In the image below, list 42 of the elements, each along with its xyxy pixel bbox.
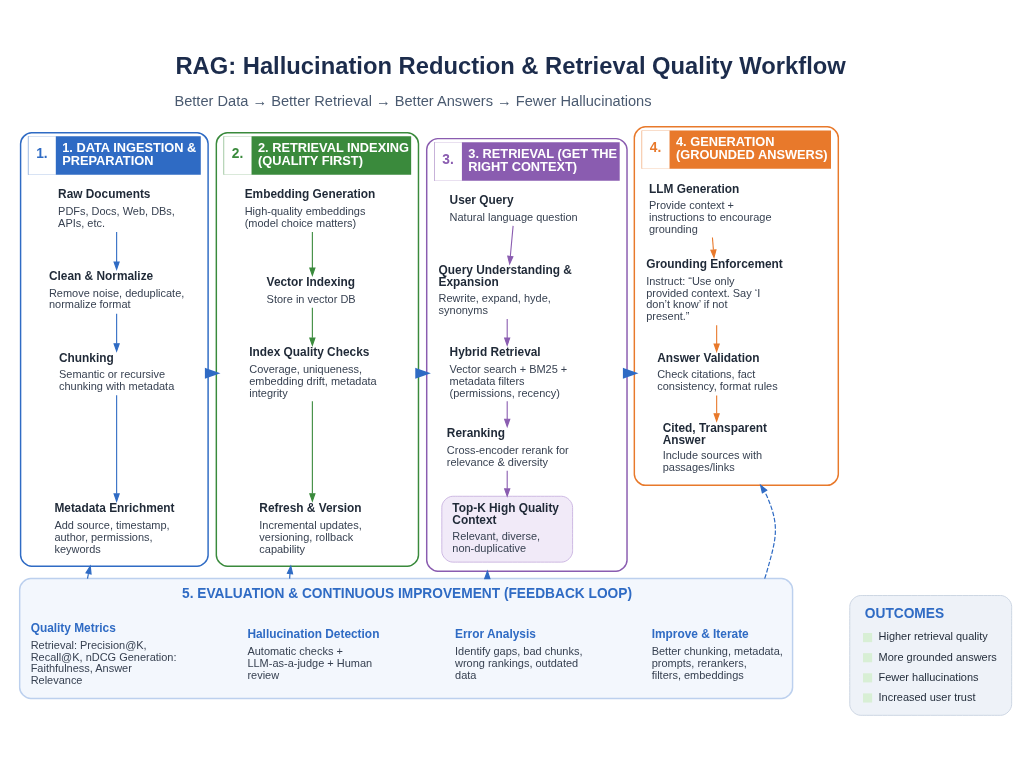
arrow — [713, 394, 720, 423]
arrow — [286, 564, 294, 580]
node-text: Grounding Enforcement Instruct: “Use only provided context. Say ‘I don’t know’ if not present.” — [646, 256, 783, 323]
arrow — [309, 231, 316, 277]
arrow — [713, 324, 720, 353]
node-text: Improve & Iterate Better chunking, metadata, prompts, rerankers, filters, embeddings — [651, 627, 783, 681]
arrow — [113, 394, 120, 503]
node-text: Quality Metrics Retrieval: Precision@K, Recall@K, nDCG Generation: Faithfulness, Answer Relevance — [30, 621, 177, 687]
arrow — [503, 318, 511, 347]
node-text: Hybrid Retrieval Vector search + BM25 + metadata filters (permissions, recency) — [449, 345, 568, 399]
arrow — [507, 225, 514, 266]
diagram-title: RAG: Hallucination Reduction & Retrieval Quality Workflow — [175, 52, 846, 80]
label: Better Data → Better Retrieval → Better Answers → Fewer Hallucinations — [174, 93, 652, 110]
node-text: Raw Documents PDFs, Docs, Web, DBs, APIs, etc. — [58, 187, 175, 229]
arrow — [622, 367, 639, 379]
arrow — [309, 307, 316, 347]
node-text: Answer Validation Check citations, fact consistency, format rules — [657, 350, 778, 393]
arrow — [309, 400, 316, 503]
node-text: Hallucination Detection Automatic checks + LLM-as-a-judge + Human review — [247, 627, 380, 681]
arrow — [503, 470, 511, 498]
node-text: Query Understanding & Expansion Rewrite, expand, hyde, synonyms — [438, 263, 572, 316]
node-text: Error Analysis Identify gaps, bad chunks, wrong rankings, outdated data — [455, 627, 583, 681]
node-text: Vector Indexing Store in vector DB — [266, 275, 356, 305]
node-text: Index Quality Checks Coverage, uniqueness, embedding drift, metadata integrity — [249, 345, 377, 399]
node-box: OUTCOMES Higher retrieval quality More grounded answers Fewer hallucinations Increased user trust — [849, 595, 1013, 716]
arrow — [710, 237, 717, 259]
arrow — [204, 367, 221, 379]
node-text: Clean & Normalize Remove noise, deduplicate, normalize format — [48, 268, 185, 311]
node-text: Chunking Semantic or recursive chunking with metadata — [59, 350, 175, 393]
arrow — [759, 483, 776, 580]
node-text: Metadata Enrichment Add source, timestamp, author, permissions, keywords — [54, 501, 175, 555]
node-text: User Query Natural language question — [449, 193, 578, 224]
node-text: Refresh & Version Incremental updates, versioning, rollback capability — [259, 501, 362, 555]
node-box: Top-K High Quality Context Relevant, diverse, non-duplicative — [441, 495, 574, 563]
arrow — [113, 231, 120, 271]
arrow — [503, 400, 511, 429]
node-text: Reranking Cross-encoder rerank for relevance & diversity — [446, 426, 569, 468]
node-text: Embedding Generation High-quality embeddings (model choice matters) — [244, 187, 376, 229]
arrow — [85, 564, 92, 580]
arrow — [113, 313, 120, 353]
node-text: LLM Generation Provide context + instructions to encourage grounding — [648, 181, 772, 235]
node-text: Cited, Transparent Answer Include sources with passages/links — [662, 420, 767, 474]
